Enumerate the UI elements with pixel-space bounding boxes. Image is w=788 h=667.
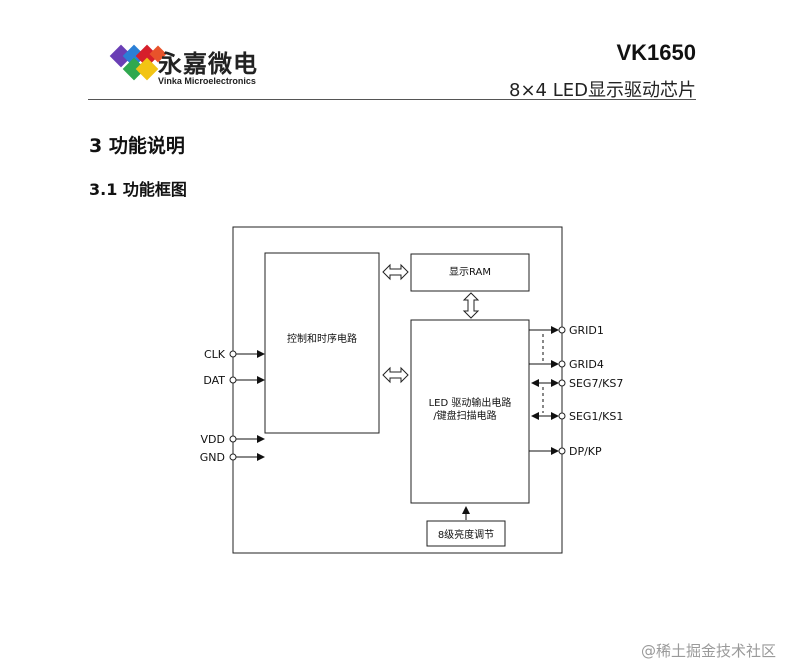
pin-dat: DAT bbox=[203, 374, 265, 387]
display-ram-label: 显示RAM bbox=[449, 266, 491, 278]
section-heading: 3 功能说明 bbox=[89, 135, 185, 157]
pin-dp-kp: DP/KP bbox=[529, 445, 602, 458]
display-ram-block bbox=[410, 253, 530, 292]
company-logo-en-text: Vinka Microelectronics bbox=[158, 76, 256, 86]
pin-gnd: GND bbox=[200, 451, 265, 464]
watermark-text: @稀土掘金技术社区 bbox=[640, 642, 776, 660]
ram-driver-double-arrow bbox=[462, 292, 480, 319]
control-timing-label: 控制和时序电路 bbox=[287, 332, 357, 345]
svg-text:GND: GND bbox=[200, 451, 225, 464]
svg-text:SEG7/KS7: SEG7/KS7 bbox=[569, 377, 623, 390]
subsection-heading: 3.1 功能框图 bbox=[89, 180, 187, 199]
pin-seg1-ks1: SEG1/KS1 bbox=[531, 410, 623, 423]
svg-text:SEG1/KS1: SEG1/KS1 bbox=[569, 410, 623, 423]
brightness-block bbox=[426, 520, 506, 547]
control-ram-double-arrow bbox=[382, 263, 409, 281]
pin-seg7-ks7: SEG7/KS7 bbox=[531, 377, 623, 390]
block-diagram: 控制和时序电路 显示RAM LED 驱动输出电路 /键盘扫描电路 8级亮度调节 … bbox=[200, 226, 623, 554]
led-driver-block bbox=[410, 319, 530, 504]
document-subtitle: 8×4 LED显示驱动芯片 bbox=[509, 80, 696, 101]
company-logo-icon bbox=[109, 44, 167, 81]
svg-text:GRID1: GRID1 bbox=[569, 324, 604, 337]
control-driver-double-arrow bbox=[382, 366, 409, 384]
pin-grid1: GRID1 bbox=[529, 324, 604, 337]
chip-boundary bbox=[232, 226, 563, 554]
led-driver-label-line2: /键盘扫描电路 bbox=[433, 409, 496, 422]
svg-text:DAT: DAT bbox=[203, 374, 225, 387]
document-model-number: VK1650 bbox=[616, 40, 696, 65]
header-divider bbox=[88, 99, 696, 100]
svg-text:DP/KP: DP/KP bbox=[569, 445, 602, 458]
control-timing-block bbox=[264, 252, 380, 434]
pin-vdd: VDD bbox=[201, 433, 265, 446]
led-driver-label-line1: LED 驱动输出电路 bbox=[429, 396, 512, 409]
svg-text:CLK: CLK bbox=[204, 348, 226, 361]
brightness-label: 8级亮度调节 bbox=[438, 528, 494, 541]
svg-text:VDD: VDD bbox=[201, 433, 225, 446]
pin-grid4: GRID4 bbox=[529, 358, 604, 371]
pin-clk: CLK bbox=[204, 348, 265, 361]
company-logo-cn-text: 永嘉微电 bbox=[158, 50, 258, 78]
svg-text:GRID4: GRID4 bbox=[569, 358, 604, 371]
